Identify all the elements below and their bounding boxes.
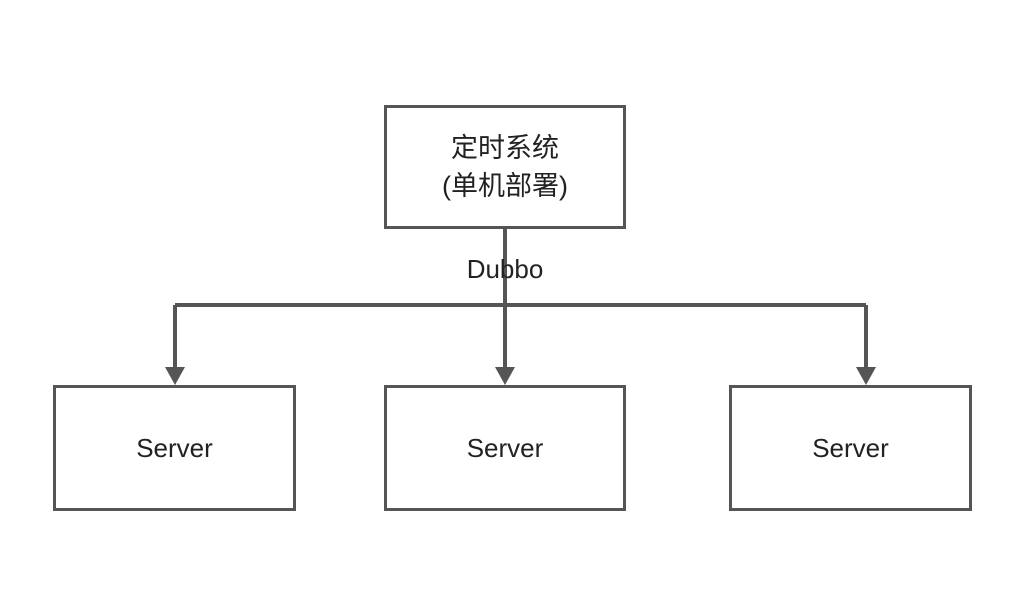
node-server-2-label: Server bbox=[466, 432, 544, 463]
node-server-1-label: Server bbox=[136, 432, 213, 463]
node-scheduler-line-2: (单机部署) bbox=[442, 171, 568, 201]
arrowhead-middle bbox=[495, 367, 515, 385]
arrowhead-left bbox=[165, 367, 185, 385]
node-server-3[interactable]: Server bbox=[729, 385, 972, 511]
node-scheduler-line-1: 定时系统 bbox=[451, 132, 559, 163]
node-server-2[interactable]: Server bbox=[384, 385, 626, 511]
node-server-3-label: Server bbox=[812, 432, 889, 463]
node-scheduler[interactable]: 定时系统 (单机部署) bbox=[384, 105, 626, 229]
arrowhead-right bbox=[856, 367, 876, 385]
edge-label-dubbo: Dubbo bbox=[466, 254, 544, 284]
node-server-1[interactable]: Server bbox=[53, 385, 296, 511]
